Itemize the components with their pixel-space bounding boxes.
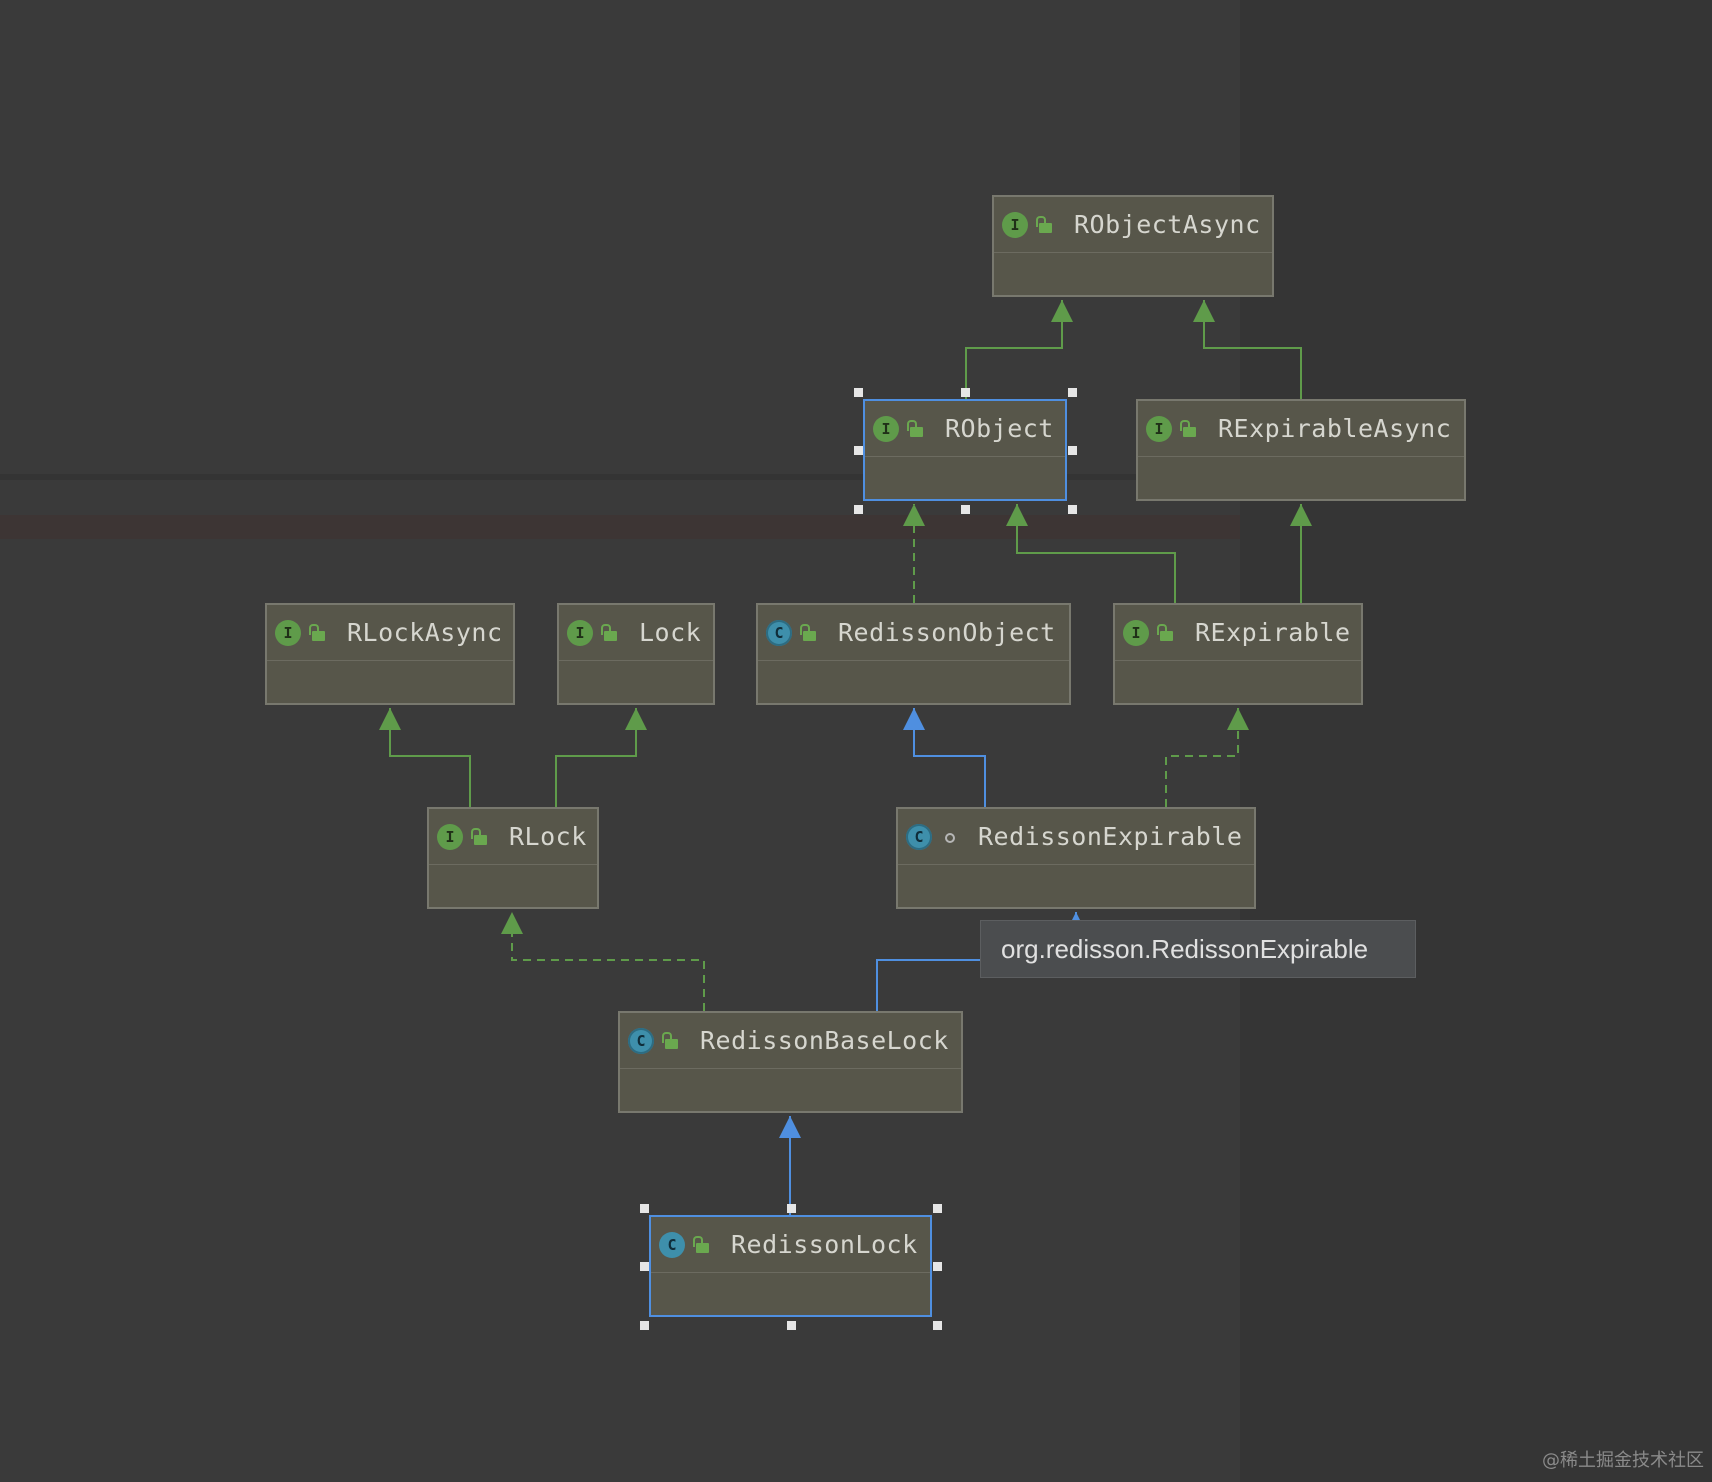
edge-extends-rlock-to-rlockasync [389,708,471,807]
node-header: I Lock [559,605,713,661]
resize-handle[interactable] [854,505,863,514]
interface-icon: I [1146,415,1172,442]
node-robject[interactable]: I RObject [863,399,1067,501]
edge-extends-rlock-to-lock [555,708,637,807]
resize-handle[interactable] [1068,505,1077,514]
resize-handle[interactable] [1068,388,1077,397]
node-rexpirable[interactable]: I RExpirable [1113,603,1363,705]
node-label: RExpirable [1195,618,1351,647]
node-header: I RExpirable [1115,605,1361,661]
node-rlock[interactable]: I RLock [427,807,599,909]
public-visibility-icon [800,623,820,643]
node-redissonexpirable[interactable]: C RedissonExpirable [896,807,1256,909]
background-panel [1240,0,1712,1482]
resize-handle[interactable] [854,388,863,397]
public-visibility-icon [662,1031,682,1051]
resize-handle[interactable] [933,1204,942,1213]
tooltip-text: org.redisson.RedissonExpirable [1001,933,1369,964]
node-header: I RObject [865,401,1065,457]
package-visibility-icon [940,827,960,847]
node-header: C RedissonObject [758,605,1069,661]
node-label: RedissonBaseLock [700,1026,949,1055]
edge-extends-robject-to-robjectasync [965,300,1063,399]
background-stripe [0,474,1712,480]
node-header: C RedissonBaseLock [620,1013,961,1069]
abstract-class-icon: C [906,823,932,850]
node-label: RLockAsync [347,618,503,647]
edge-extends-redissonexpirable-to-redissonobject [913,708,986,807]
interface-icon: I [873,415,899,442]
node-rexpirableasync[interactable]: I RExpirableAsync [1136,399,1466,501]
public-visibility-icon [1157,623,1177,643]
interface-icon: I [275,619,301,646]
public-visibility-icon [309,623,329,643]
node-header: I RExpirableAsync [1138,401,1464,457]
arrowhead [379,708,401,730]
resize-handle[interactable] [933,1262,942,1271]
node-header: C RedissonExpirable [898,809,1254,865]
interface-icon: I [1002,211,1028,238]
resize-handle[interactable] [640,1204,649,1213]
node-redissonbaselock[interactable]: C RedissonBaseLock [618,1011,963,1113]
arrowhead [501,912,523,934]
edge-implements-redissonbaselock-to-rlock [511,912,705,1011]
arrowhead [1006,504,1028,526]
public-visibility-icon [601,623,621,643]
abstract-class-icon: C [628,1027,654,1054]
arrowhead [903,504,925,526]
node-label: Lock [639,618,702,647]
node-header: I RObjectAsync [994,197,1272,253]
resize-handle[interactable] [933,1321,942,1330]
public-visibility-icon [907,419,927,439]
node-label: RExpirableAsync [1218,414,1452,443]
arrowhead [1227,708,1249,730]
node-lock[interactable]: I Lock [557,603,715,705]
arrowhead [1193,300,1215,322]
public-visibility-icon [693,1235,713,1255]
public-visibility-icon [1036,215,1056,235]
public-visibility-icon [1180,419,1200,439]
class-icon: C [659,1231,685,1258]
resize-handle[interactable] [786,1204,796,1213]
edge-extends-rexpirableasync-to-robjectasync [1203,300,1302,399]
resize-handle[interactable] [640,1262,649,1271]
interface-icon: I [1123,619,1149,646]
resize-handle[interactable] [1068,446,1077,455]
node-robjectasync[interactable]: I RObjectAsync [992,195,1274,297]
watermark: @稀土掘金技术社区 [1542,1450,1704,1471]
node-label: RObject [945,414,1054,443]
interface-icon: I [567,619,593,646]
arrowhead [779,1116,801,1138]
arrowhead [625,708,647,730]
node-header: C RedissonLock [651,1217,930,1273]
node-label: RedissonObject [838,618,1056,647]
abstract-class-icon: C [766,619,792,646]
public-visibility-icon [471,827,491,847]
arrowhead [903,708,925,730]
node-header: I RLock [429,809,597,865]
arrowhead [1051,300,1073,322]
resize-handle[interactable] [640,1321,649,1330]
node-label: RedissonLock [731,1230,918,1259]
node-label: RedissonExpirable [978,822,1243,851]
node-label: RObjectAsync [1074,210,1261,239]
node-redissonlock[interactable]: C RedissonLock [649,1215,932,1317]
node-label: RLock [509,822,587,851]
arrowhead [1290,504,1312,526]
resize-handle[interactable] [961,388,970,397]
interface-icon: I [437,823,463,850]
node-redissonobject[interactable]: C RedissonObject [756,603,1071,705]
node-rlockasync[interactable]: I RLockAsync [265,603,515,705]
resize-handle[interactable] [961,505,970,514]
edge-implements-redissonexpirable-to-rexpirable [1165,708,1239,807]
edge-extends-rexpirable-to-robject [1016,504,1176,603]
resize-handle[interactable] [786,1321,796,1330]
node-header: I RLockAsync [267,605,513,661]
resize-handle[interactable] [854,446,863,455]
class-tooltip: org.redisson.RedissonExpirable [980,920,1416,978]
